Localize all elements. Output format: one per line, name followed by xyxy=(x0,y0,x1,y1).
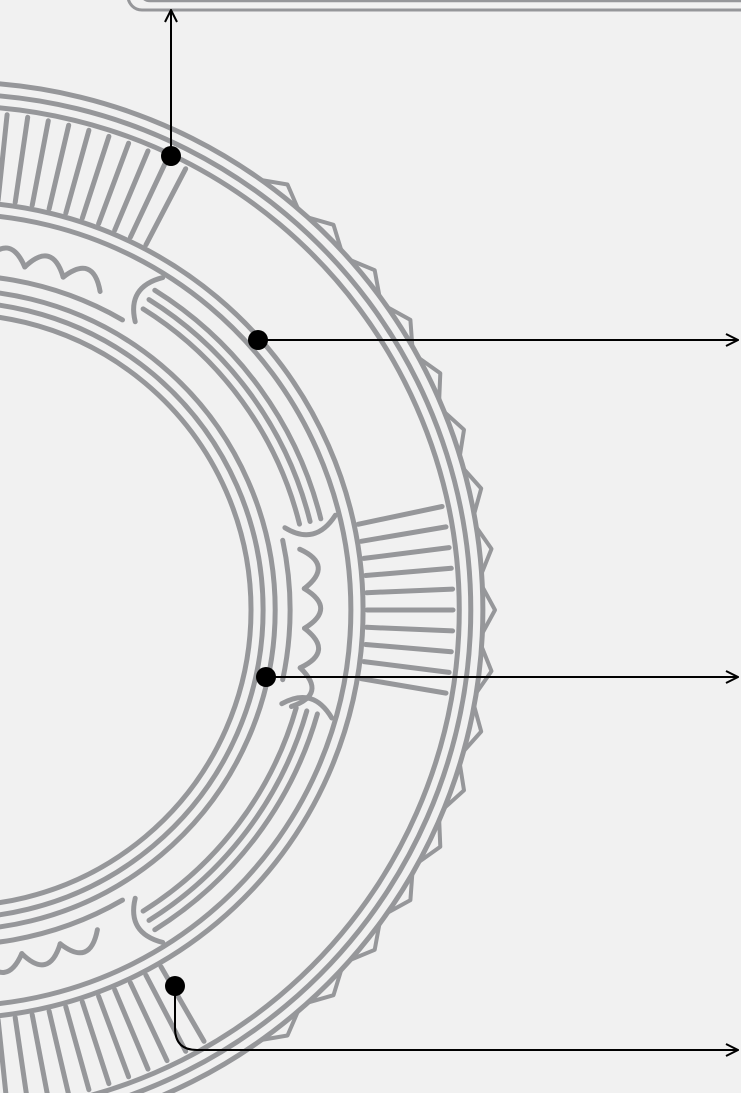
loop-channel xyxy=(134,278,336,943)
spoke xyxy=(32,121,48,206)
spoke xyxy=(361,679,446,693)
spoke xyxy=(364,662,449,673)
scallop xyxy=(0,248,25,267)
callout-bottom-right xyxy=(165,976,738,1050)
scallop xyxy=(22,944,60,965)
inner-ring xyxy=(0,302,263,918)
spoke xyxy=(49,1011,69,1093)
callout-upper-right xyxy=(248,330,738,350)
spoke xyxy=(366,645,452,652)
spoke xyxy=(367,589,453,593)
scallop xyxy=(25,256,63,277)
spoke xyxy=(49,125,69,209)
scallop xyxy=(300,628,318,668)
spoke xyxy=(367,627,453,631)
scallop xyxy=(0,954,22,973)
callout-dot xyxy=(161,146,181,166)
spoke xyxy=(0,1020,7,1093)
scallop xyxy=(304,589,320,629)
callout-dot xyxy=(248,330,268,350)
rim-ring xyxy=(0,106,459,1093)
spoke xyxy=(130,983,167,1061)
spoke xyxy=(15,1018,28,1093)
callout-middle-right xyxy=(256,667,738,687)
scallop xyxy=(63,268,100,291)
inner-ring xyxy=(0,290,275,930)
spoke xyxy=(146,169,186,245)
callout-dot xyxy=(165,976,185,996)
inner-rings xyxy=(0,275,290,945)
callout-dot xyxy=(256,667,276,687)
circular-band-ornament xyxy=(0,82,495,1093)
inner-ring xyxy=(0,314,251,906)
outer-spokes xyxy=(0,112,453,1093)
scallop xyxy=(300,549,319,588)
label-box-top xyxy=(128,0,741,10)
spoke xyxy=(361,527,446,541)
spoke xyxy=(15,117,28,202)
spoke xyxy=(364,548,449,559)
inner-ring xyxy=(283,540,290,679)
spoke xyxy=(130,159,167,237)
spoke xyxy=(32,1015,48,1093)
scallop xyxy=(60,930,97,953)
spoke xyxy=(161,967,204,1042)
spoke xyxy=(366,568,452,575)
spoke xyxy=(0,115,7,201)
spoke xyxy=(358,507,442,525)
outer-rim xyxy=(0,82,483,1093)
